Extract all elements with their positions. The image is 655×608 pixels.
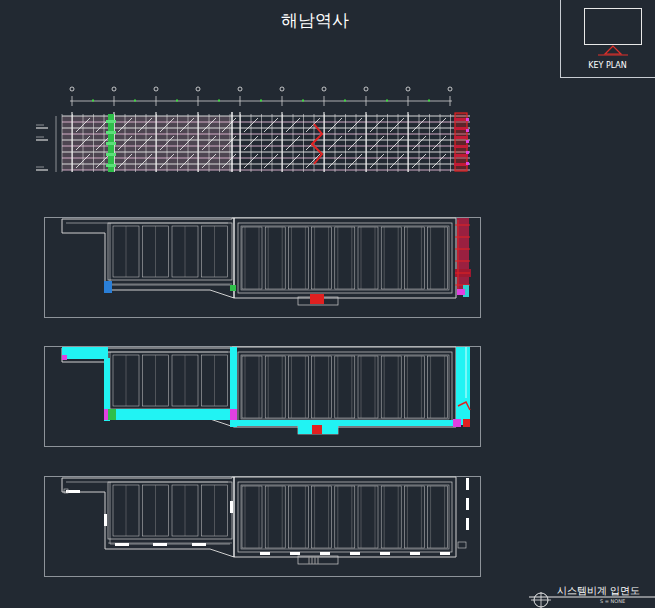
key-plan-label: KEY PLAN [560, 61, 655, 70]
drawing-title: 해남역사 [0, 9, 630, 32]
scale-note: S = NONE [600, 598, 625, 604]
drawing-caption: 시스템비계 입면도 [557, 584, 640, 598]
key-plan-box: KEY PLAN [560, 0, 655, 78]
